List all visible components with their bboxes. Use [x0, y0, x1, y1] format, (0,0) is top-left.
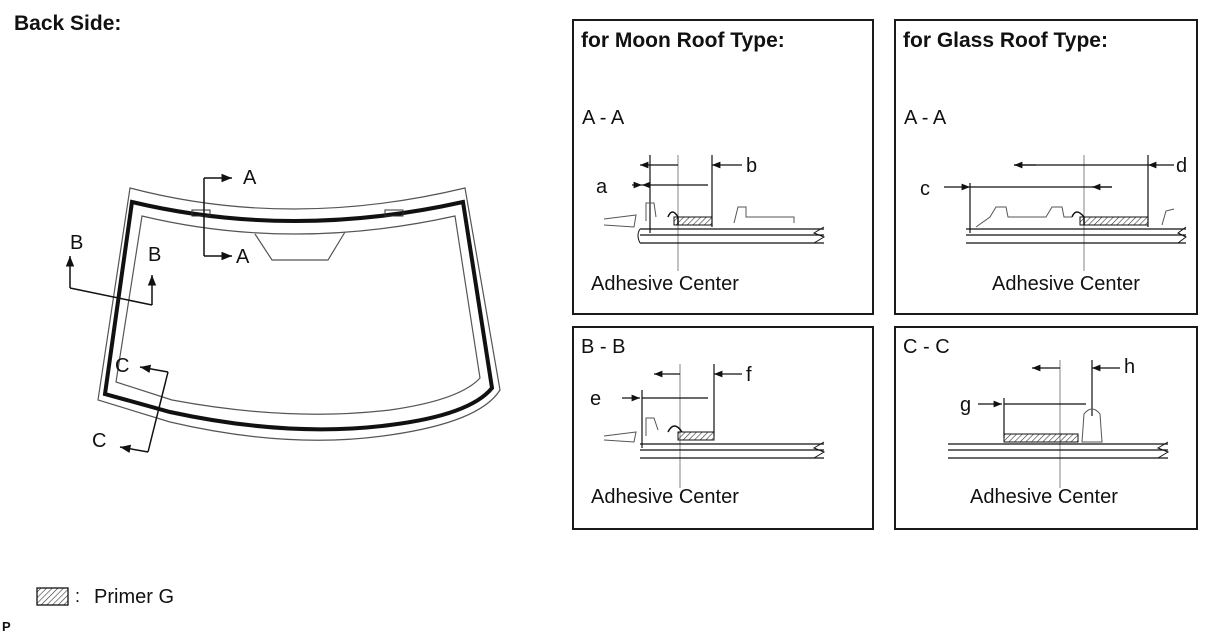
section-label: A - A: [582, 107, 625, 129]
panel-glass-roof-aa: for Glass Roof Type: A - A c d Adhesive …: [894, 19, 1198, 315]
section-diagram: [603, 155, 826, 271]
panel-moon-roof-aa: for Moon Roof Type: A - A a b Adhesive C…: [572, 19, 874, 315]
dimension-b-label: b: [746, 155, 758, 177]
adhesive-center-label: Adhesive Center: [591, 273, 739, 295]
adhesive-center-label: Adhesive Center: [591, 486, 739, 508]
dimension-f-label: f: [746, 364, 752, 386]
back-side-title: Back Side:: [14, 12, 122, 35]
section-diagram: [944, 155, 1187, 271]
cut-label-a-top: A: [243, 167, 257, 189]
panel-section-bb: B - B e f Adhesive Center: [572, 326, 874, 530]
panel-section-cc: C - C g h Adhesive Center: [894, 326, 1198, 530]
legend-separator: :: [75, 586, 81, 606]
adhesive-center-label: Adhesive Center: [970, 486, 1118, 508]
cut-label-b-right: B: [148, 244, 162, 266]
cut-label-c-top: C: [115, 355, 130, 377]
panel-title: for Moon Roof Type:: [581, 29, 785, 52]
legend-label: Primer G: [94, 586, 174, 608]
cut-label-c-bottom: C: [92, 430, 107, 452]
section-label: A - A: [904, 107, 947, 129]
cut-label-a-bottom: A: [236, 246, 250, 268]
primer-g-legend-swatch: [36, 587, 69, 606]
section-label: B - B: [581, 336, 626, 358]
footer-code: P: [2, 619, 11, 634]
dimension-d-label: d: [1176, 155, 1188, 177]
dimension-g-label: g: [960, 394, 972, 416]
dimension-h-label: h: [1124, 356, 1136, 378]
windshield-diagram: [65, 173, 501, 453]
section-diagram: [948, 360, 1170, 488]
dimension-c-label: c: [920, 178, 930, 200]
adhesive-center-label: Adhesive Center: [992, 273, 1140, 295]
section-diagram: [603, 364, 826, 488]
dimension-a-label: a: [596, 176, 608, 198]
cut-label-b-left: B: [70, 232, 84, 254]
section-label: C - C: [903, 336, 950, 358]
dimension-e-label: e: [590, 388, 602, 410]
panel-title: for Glass Roof Type:: [903, 29, 1108, 52]
